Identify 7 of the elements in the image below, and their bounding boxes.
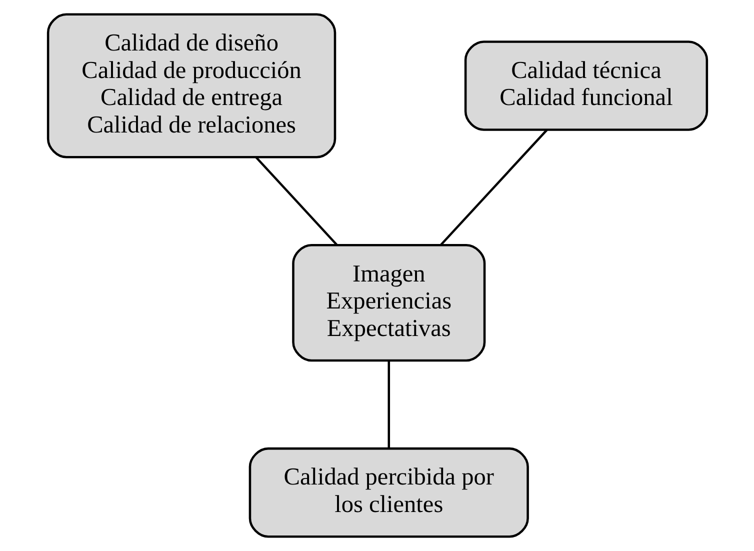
connector bbox=[254, 156, 337, 246]
node-box: Calidad percibida por los clientes bbox=[248, 447, 528, 538]
node-box: Calidad de diseño Calidad de producción Calidad de entrega Calidad de relaciones bbox=[46, 13, 336, 158]
connector bbox=[440, 129, 548, 246]
node-box: Calidad técnica Calidad funcional bbox=[464, 40, 708, 131]
connector bbox=[387, 360, 390, 448]
node-box: Imagen Experiencias Expectativas bbox=[292, 244, 486, 362]
